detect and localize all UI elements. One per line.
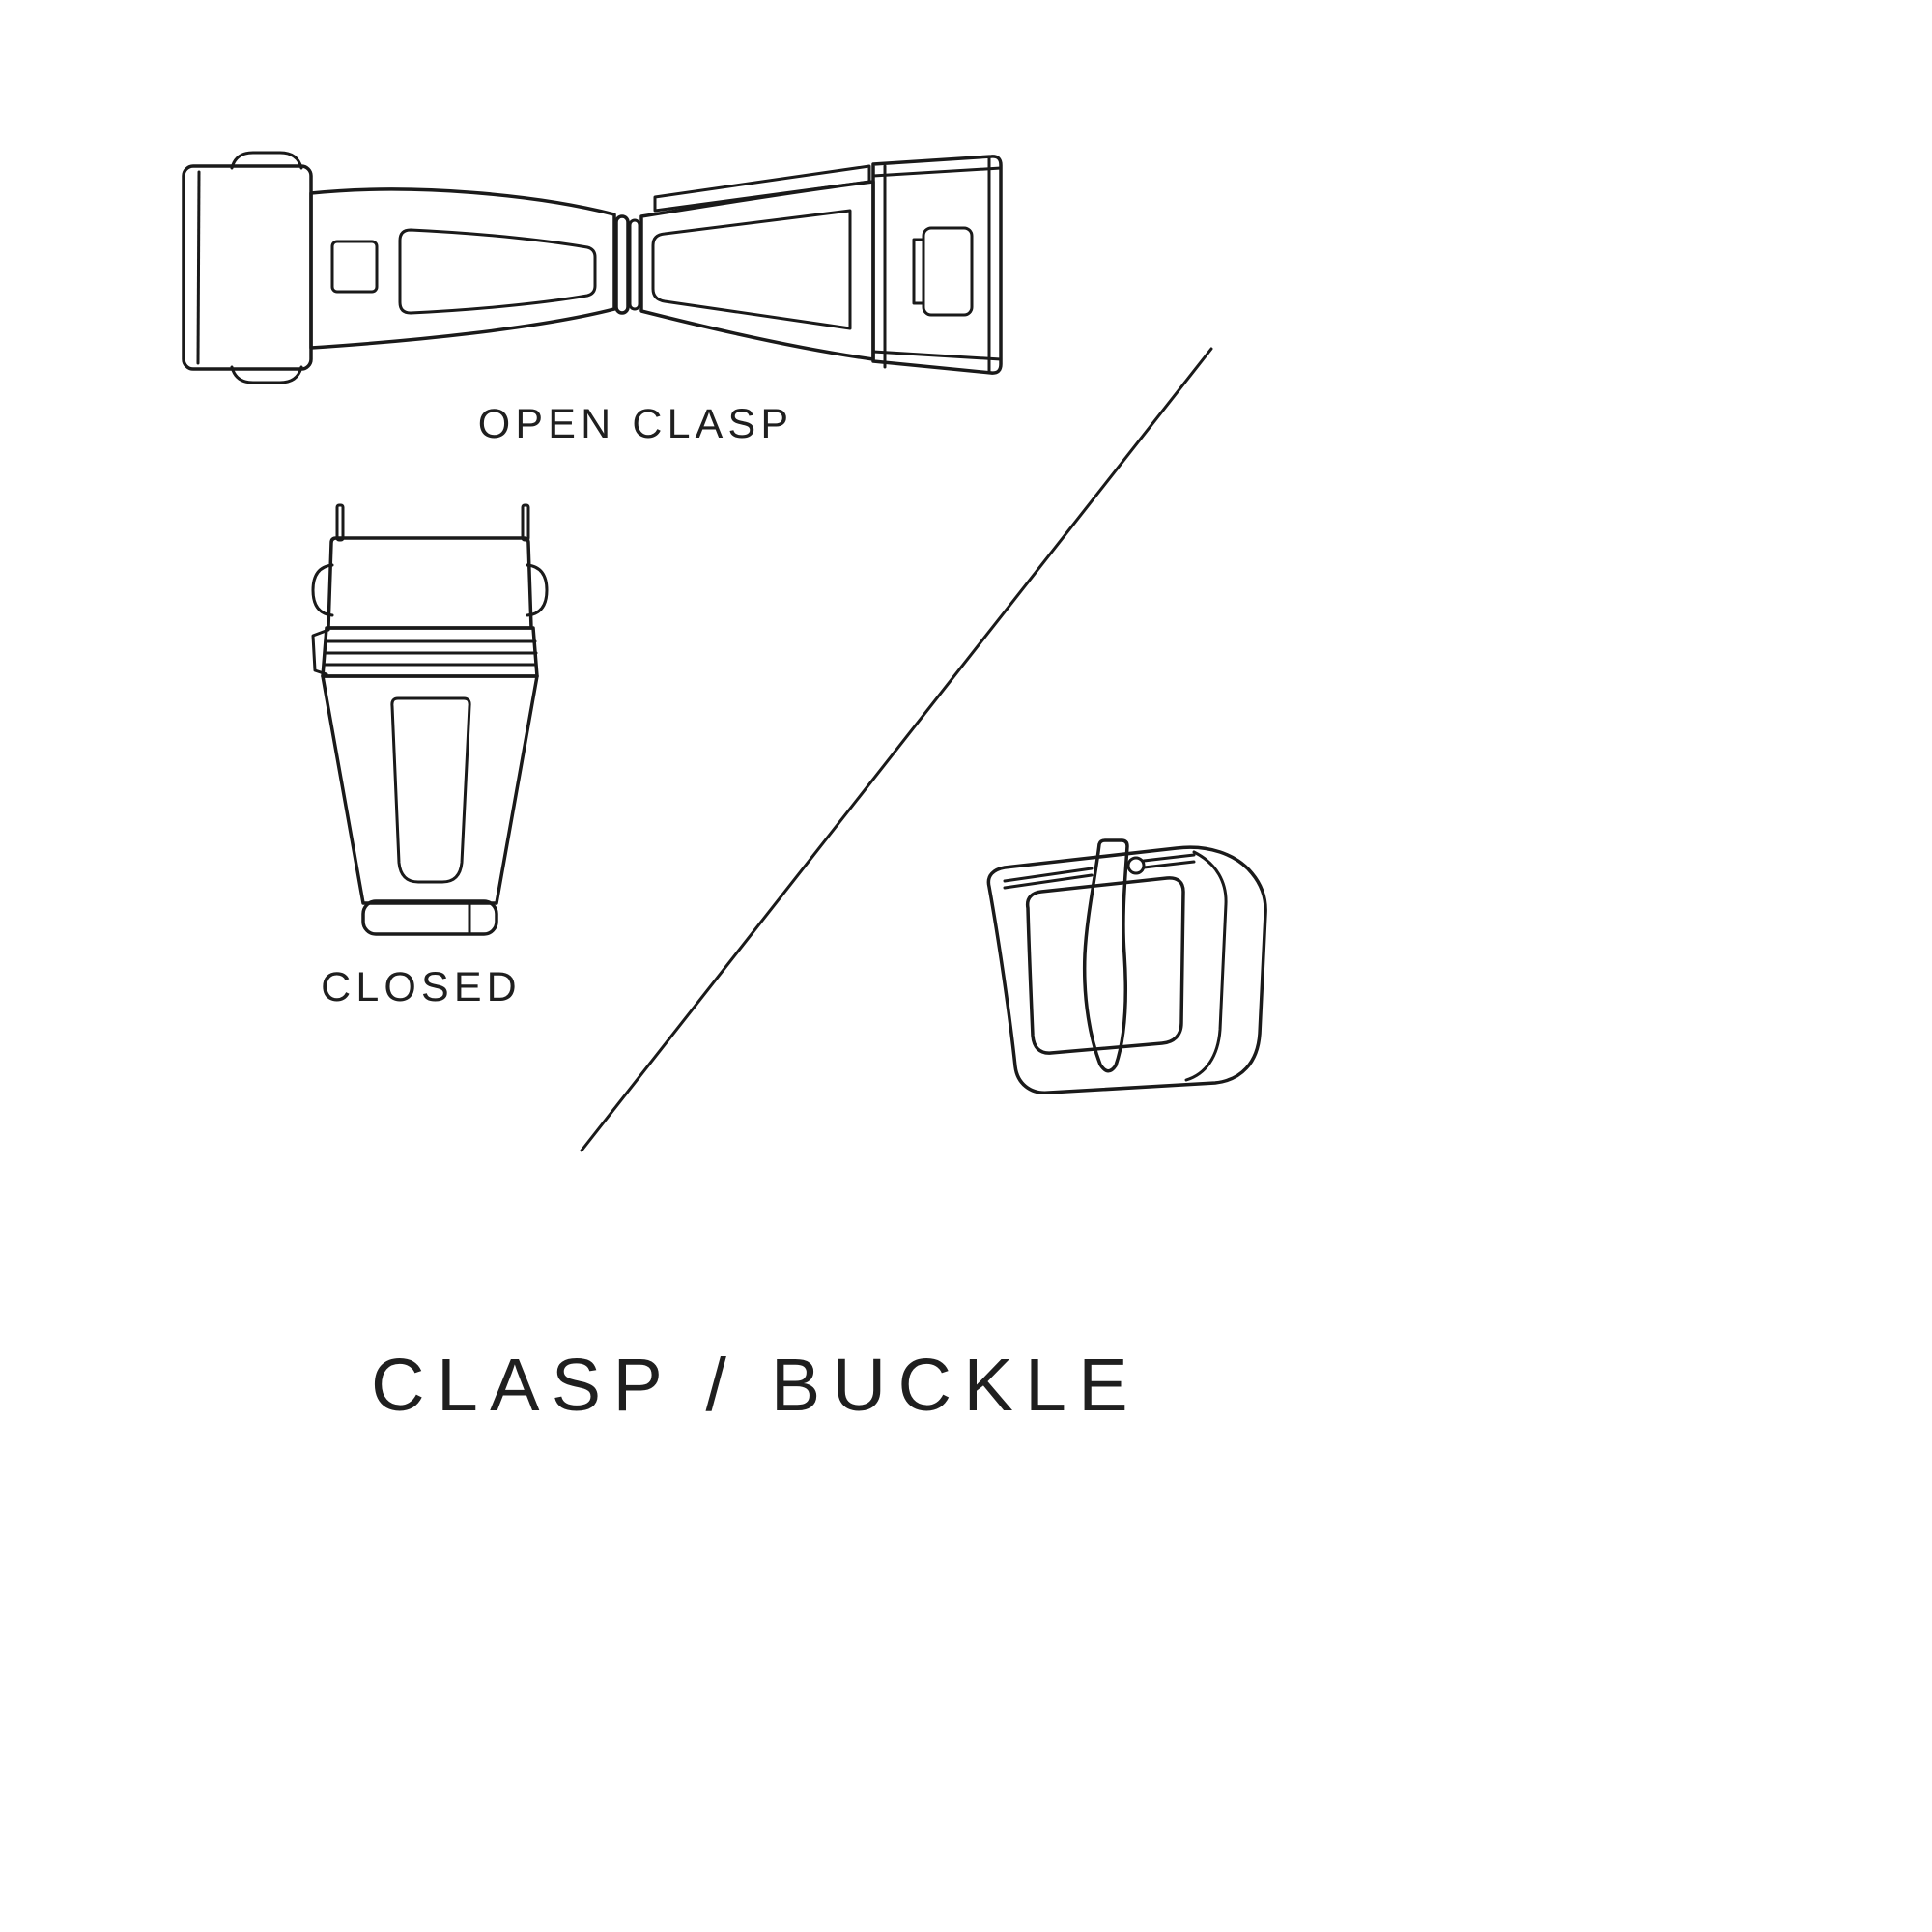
open-clasp-illustration — [182, 151, 1003, 384]
closed-clasp-illustration — [311, 503, 549, 936]
page-title: CLASP / BUCKLE — [371, 1344, 1140, 1427]
divider-line — [580, 347, 1213, 1152]
closed-clasp-label: CLOSED — [321, 964, 522, 1010]
tang-buckle-illustration — [986, 838, 1267, 1094]
open-clasp-label: OPEN CLASP — [477, 401, 794, 447]
